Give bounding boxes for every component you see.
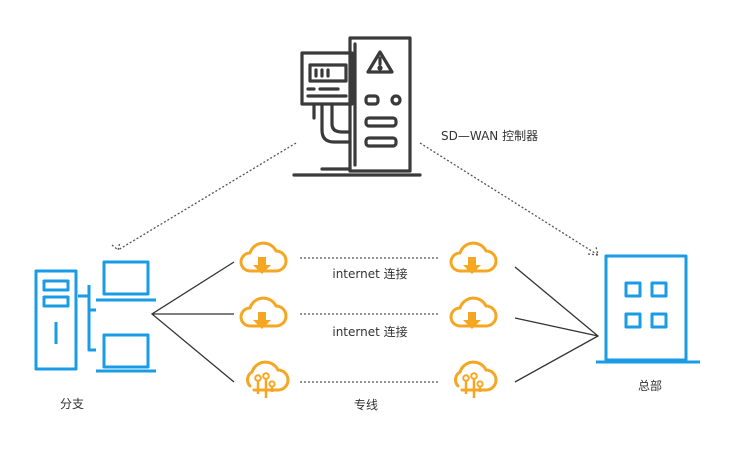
controller-to-branch-line: [117, 142, 297, 251]
cloud-download-icon: [449, 241, 498, 276]
branch-fan-lines: [150, 261, 235, 383]
building-icon: [596, 254, 700, 364]
server-rack-icon: [292, 36, 422, 177]
cloud-download-icon: [449, 296, 498, 331]
connectors: [111, 142, 600, 383]
cloud-download-icon: [239, 241, 288, 276]
link-label-dedicated: 专线: [354, 397, 378, 412]
link-label-internet-1: internet 连接: [332, 266, 407, 281]
hq-label: 总部: [638, 378, 662, 393]
link-label-internet-2: internet 连接: [332, 324, 407, 339]
controller-to-branch-arrowhead: [111, 241, 121, 252]
controller-to-hq-line: [419, 142, 599, 256]
branch-label: 分支: [60, 397, 84, 411]
cloud-download-icon: [239, 296, 288, 331]
cloud-circuit-icon: [246, 360, 290, 400]
computers-icon: [34, 260, 156, 373]
controller-label: SD—WAN 控制器: [441, 129, 538, 143]
cloud-circuit-icon: [454, 360, 498, 400]
hq-fan-lines: [514, 266, 600, 383]
